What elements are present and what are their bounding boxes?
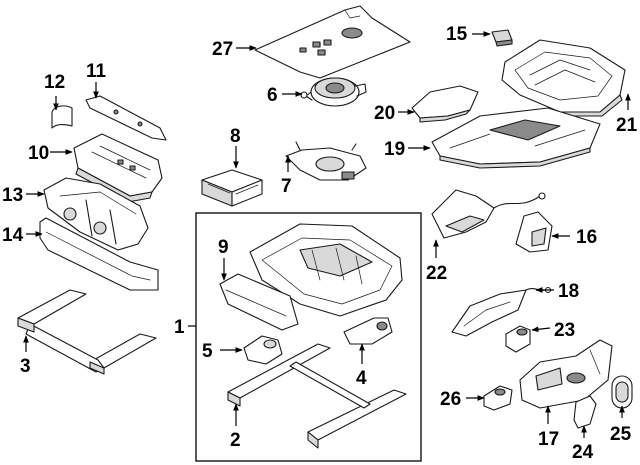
callout-18: 18	[558, 281, 579, 302]
part-1-assembly-box	[195, 212, 422, 462]
callout-8: 8	[230, 126, 241, 147]
callout-26: 26	[440, 389, 461, 410]
part-2-lower-track[interactable]	[227, 343, 407, 449]
callout-19: 19	[384, 139, 405, 160]
callout-labels: 27 6 15 21 20 19 11 12 10 13 14 3 8 7 22…	[2, 24, 638, 463]
part-19-cushion-pad[interactable]	[431, 107, 601, 169]
part-14-side-trim[interactable]	[39, 217, 159, 291]
part-22-harness[interactable]	[431, 189, 546, 239]
callout-24: 24	[572, 442, 594, 463]
part-25-button[interactable]	[611, 375, 633, 409]
callout-23: 23	[554, 320, 575, 341]
callout-7: 7	[281, 176, 292, 197]
callout-21: 21	[616, 115, 638, 136]
callout-2: 2	[230, 430, 241, 451]
part-9-seat-frame[interactable]	[219, 223, 403, 331]
callout-5: 5	[202, 341, 213, 362]
part-6-motor[interactable]	[300, 77, 367, 107]
part-27-heater-pad[interactable]	[254, 5, 411, 79]
part-10-frame-bar[interactable]	[73, 133, 163, 203]
callout-1: 1	[174, 317, 185, 338]
callout-20: 20	[374, 103, 395, 124]
part-4-actuator[interactable]	[343, 317, 393, 345]
part-5-motor[interactable]	[243, 335, 283, 365]
part-16-trim-panel[interactable]	[515, 211, 553, 253]
part-24-knob[interactable]	[573, 395, 597, 429]
callout-15: 15	[446, 24, 468, 45]
part-23-connector[interactable]	[505, 325, 531, 353]
part-13-lumbar-support[interactable]	[43, 177, 149, 251]
part-26-connector[interactable]	[483, 385, 513, 411]
part-7-harness-bracket[interactable]	[285, 141, 367, 181]
part-12-clip[interactable]	[51, 105, 73, 129]
callout-3: 3	[20, 356, 31, 377]
part-21-cushion-cover[interactable]	[501, 39, 626, 117]
callout-6: 6	[267, 85, 278, 106]
part-17-switch-panel[interactable]	[519, 339, 613, 409]
callout-13: 13	[2, 185, 23, 206]
callout-16: 16	[576, 227, 597, 248]
part-3-seat-track[interactable]	[17, 289, 157, 375]
part-15-switch[interactable]	[491, 29, 513, 47]
callout-10: 10	[28, 143, 49, 164]
callout-27: 27	[212, 39, 233, 60]
part-11-bracket[interactable]	[85, 95, 167, 141]
callout-22: 22	[426, 263, 447, 284]
leader-lines	[23, 31, 631, 438]
callout-11: 11	[86, 61, 107, 82]
callout-12: 12	[44, 72, 65, 93]
callout-14: 14	[2, 225, 24, 246]
callout-25: 25	[610, 424, 632, 445]
callout-9: 9	[218, 237, 229, 258]
part-20-bolster-trim[interactable]	[411, 85, 479, 123]
part-18-cable[interactable]	[451, 286, 552, 337]
callout-4: 4	[356, 368, 367, 389]
part-8-control-module[interactable]	[201, 169, 263, 207]
callout-17: 17	[538, 429, 559, 450]
